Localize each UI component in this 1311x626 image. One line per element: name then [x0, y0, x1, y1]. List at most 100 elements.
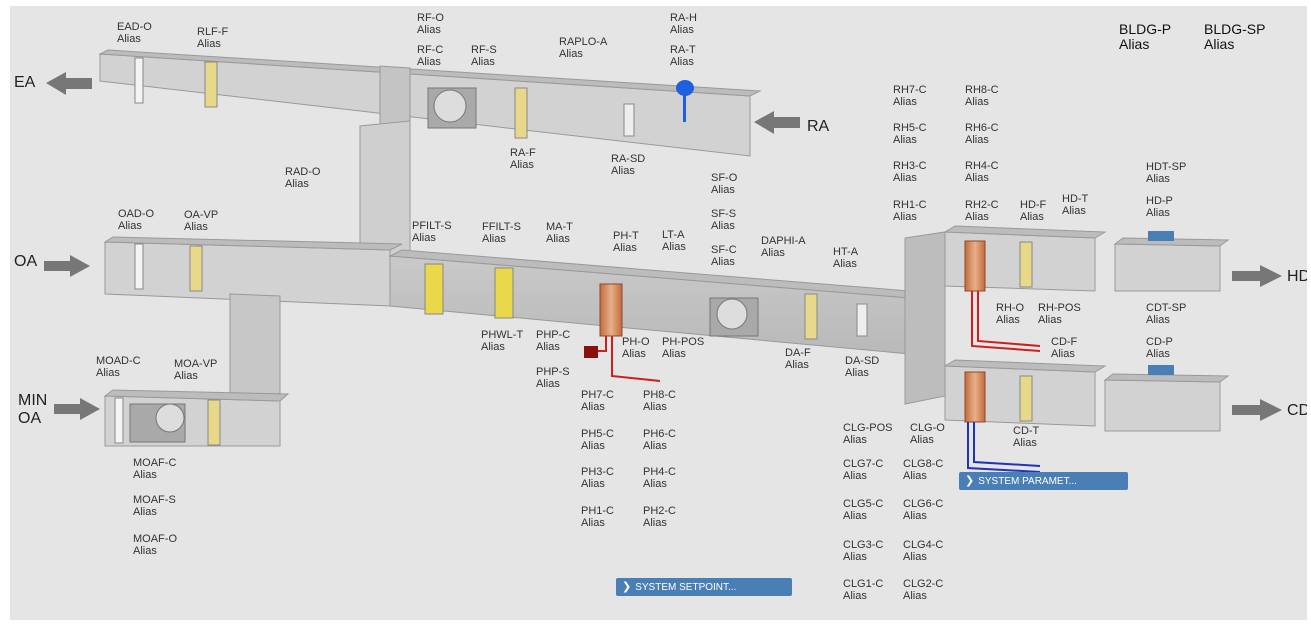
- return-fan[interactable]: [428, 88, 476, 128]
- ra-smoke-detector[interactable]: [624, 104, 634, 136]
- oa-damper[interactable]: [135, 244, 143, 289]
- oa-velocity-probe[interactable]: [190, 246, 202, 291]
- min-oa-label: MIN OA: [18, 392, 47, 428]
- min-oa-velocity-probe[interactable]: [208, 400, 220, 445]
- cooling-coil[interactable]: [965, 372, 985, 422]
- prefilter[interactable]: [425, 264, 443, 314]
- return-filter[interactable]: [515, 88, 527, 138]
- chevron-right-icon: ❯: [622, 581, 631, 593]
- system-setpoints-button[interactable]: ❯SYSTEM SETPOINT...: [616, 578, 792, 596]
- cd-filter[interactable]: [1020, 376, 1032, 421]
- exhaust-damper[interactable]: [135, 58, 143, 103]
- preheat-pump[interactable]: [584, 346, 598, 358]
- final-filter[interactable]: [495, 268, 513, 318]
- supply-fan[interactable]: [710, 298, 758, 336]
- min-oa-fan[interactable]: [130, 404, 185, 442]
- system-parameters-button[interactable]: ❯SYSTEM PARAMET...: [959, 472, 1128, 490]
- hd-pressure-transmitter[interactable]: [1148, 231, 1174, 241]
- discharge-filter[interactable]: [805, 294, 817, 339]
- hd-filter[interactable]: [1020, 242, 1032, 287]
- preheat-coil[interactable]: [600, 284, 622, 336]
- cd-pressure-transmitter[interactable]: [1148, 365, 1174, 375]
- reheat-coil[interactable]: [965, 241, 985, 291]
- relief-filter[interactable]: [205, 62, 217, 107]
- min-oa-damper[interactable]: [115, 398, 123, 443]
- da-smoke-detector[interactable]: [857, 304, 867, 336]
